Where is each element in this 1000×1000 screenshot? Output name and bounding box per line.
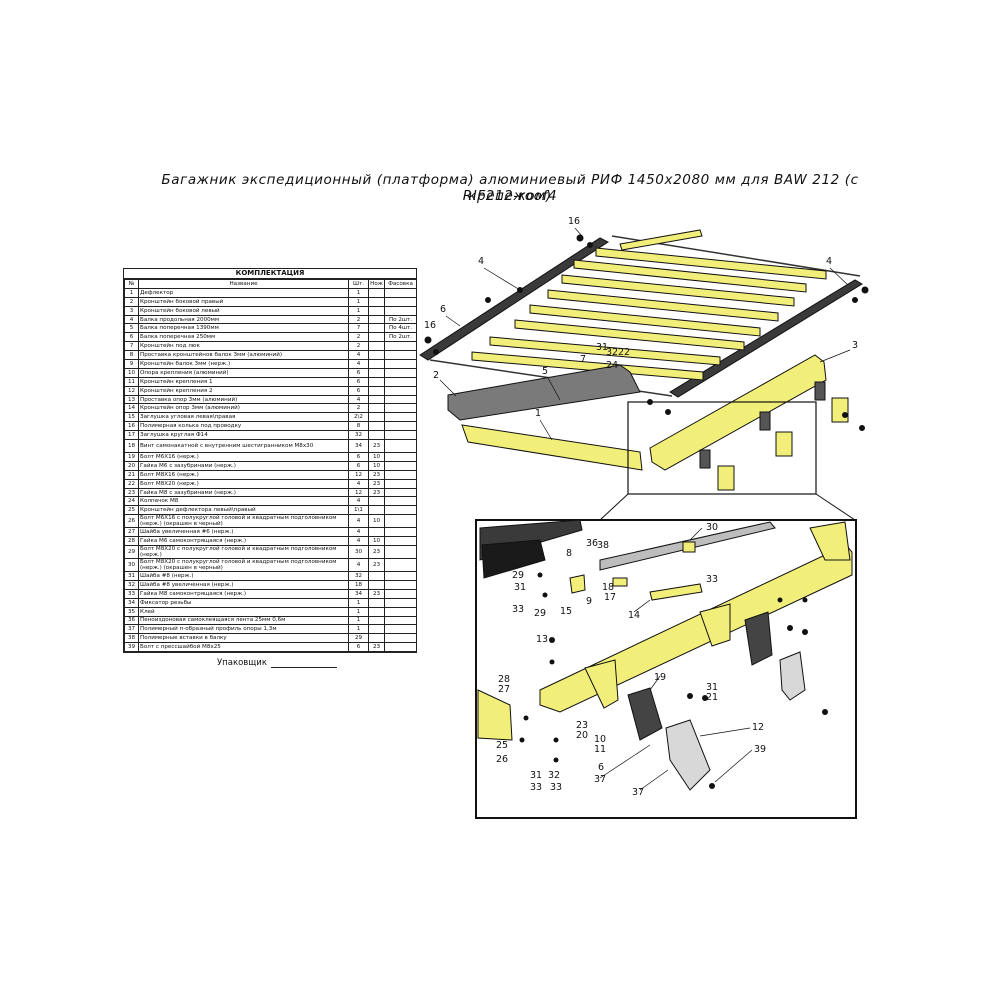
hardware-bolts — [424, 234, 869, 431]
callout-37-mid: 37 — [594, 774, 606, 785]
detail-callouts: 30 36 38 8 15 33 17 18 9 14 29 31 33 29 … — [496, 522, 766, 798]
main-assembly — [419, 229, 869, 521]
drawing-title: Багажник экспедиционный (платформа) алюм… — [161, 172, 859, 204]
callout-8: 8 — [566, 548, 572, 559]
callout-18: 18 — [602, 582, 614, 593]
callout-33-left: 33 — [512, 604, 524, 615]
packer-signature: Упаковщик — [217, 658, 337, 668]
callout-28: 28 — [498, 674, 510, 685]
callout-26: 26 — [496, 754, 508, 765]
callout-32-bottom: 32 — [548, 770, 560, 781]
callout-31-left: 31 — [514, 582, 526, 593]
part-pack — [384, 558, 417, 573]
callout-25: 25 — [496, 740, 508, 751]
callout-16-top: 16 — [568, 216, 580, 227]
side-bracket-left — [447, 364, 641, 421]
part-pack — [384, 514, 417, 529]
part-name: Болт М8X20 с полукруглой головой и квадр… — [138, 558, 349, 573]
packer-signature-line — [270, 667, 337, 668]
callout-9: 9 — [586, 596, 592, 607]
cross-beams — [471, 229, 827, 381]
callout-4-left: 4 — [478, 256, 484, 267]
parts-table-heading: КОМПЛЕКТАЦИЯ — [124, 269, 416, 279]
drawing-subtitle: RIF212-roof4 — [462, 188, 558, 204]
detail-frame — [475, 519, 857, 819]
callout-31-right: 31 — [706, 682, 718, 693]
callout-33-bottom: 33 — [530, 782, 542, 793]
callout-2: 2 — [433, 370, 439, 381]
part-knife: 23 — [368, 439, 385, 454]
part-pack — [384, 642, 417, 653]
longitudinal-beam-left — [419, 237, 610, 361]
callout-23: 23 — [576, 720, 588, 731]
callout-37-bottom: 37 — [632, 787, 644, 798]
longitudinal-beam-right — [669, 279, 863, 398]
callout-10: 10 — [594, 734, 606, 745]
callout-38: 38 — [597, 540, 609, 551]
callout-17: 17 — [604, 592, 616, 603]
side-bracket-right — [649, 354, 827, 471]
callout-5: 5 — [542, 366, 548, 377]
part-name: Болт М6X16 с полукруглой головой и квадр… — [138, 514, 349, 529]
callout-16-left: 16 — [424, 320, 436, 331]
detail-marker-box — [627, 401, 817, 495]
callout-33-top: 33 — [706, 574, 718, 585]
deflector — [461, 424, 643, 471]
callout-32: 32 — [606, 347, 618, 358]
callout-39: 39 — [754, 744, 766, 755]
detail-end-cap-1 — [665, 719, 711, 791]
packer-label: Упаковщик — [217, 658, 267, 668]
callout-20: 20 — [576, 730, 588, 741]
callout-31: 31 — [596, 342, 608, 353]
callout-6-detail: 6 — [598, 762, 604, 773]
callout-31-bottom: 31 — [530, 770, 542, 781]
callout-30: 30 — [706, 522, 718, 533]
callout-19: 19 — [654, 672, 666, 683]
part-qty: 4 — [348, 558, 369, 573]
detail-hardware — [519, 572, 828, 789]
callout-13: 13 — [536, 634, 548, 645]
callout-24: 24 — [606, 360, 618, 371]
callout-15: 15 — [560, 606, 572, 617]
callout-22: 22 — [618, 347, 630, 358]
callout-33-bottom-2: 33 — [550, 782, 562, 793]
callout-11: 11 — [594, 744, 606, 755]
callout-12: 12 — [752, 722, 764, 733]
callout-36: 36 — [586, 538, 598, 549]
callout-1: 1 — [535, 408, 541, 419]
detail-end-cap-2 — [779, 651, 806, 701]
callout-4-right: 4 — [826, 256, 832, 267]
parts-table: КОМПЛЕКТАЦИЯ № Название Шт. Нож Фасовка … — [123, 268, 417, 654]
part-pack — [384, 439, 417, 454]
callout-14: 14 — [628, 610, 640, 621]
detail-assembly — [477, 519, 853, 791]
callout-6: 6 — [440, 304, 446, 315]
callout-7: 7 — [580, 354, 586, 365]
callout-27: 27 — [498, 684, 510, 695]
callout-21: 21 — [706, 692, 718, 703]
detail-side-bracket — [539, 544, 853, 713]
callout-29-mid: 29 — [534, 608, 546, 619]
callout-29-left: 29 — [512, 570, 524, 581]
callout-3: 3 — [852, 340, 858, 351]
main-callouts: 16 4 4 6 16 3 2 5 1 31 32 22 24 7 — [424, 216, 858, 419]
